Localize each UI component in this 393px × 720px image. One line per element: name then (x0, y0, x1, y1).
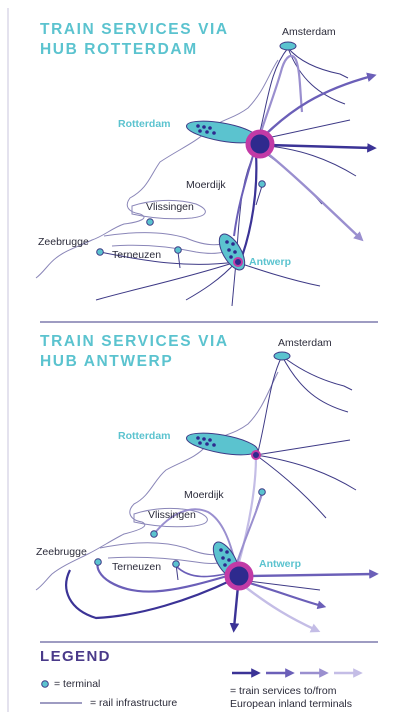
panel2-title-line2: HUB ANTWERP (40, 353, 174, 370)
panel2-coastline (35, 371, 279, 591)
panel1-label-rotterdam: Rotterdam (118, 118, 171, 130)
panel2-service-east (247, 569, 379, 579)
panel1-terminal-amsterdam (279, 41, 297, 51)
panel1-title-line2: HUB ROTTERDAM (40, 41, 198, 58)
panel1-service-antwerp (238, 153, 258, 263)
panel2-terminal-zeebrugge (94, 558, 102, 566)
panel1-service-moerdijk (233, 151, 255, 237)
panel1-title-line1: TRAIN SERVICES VIA (40, 21, 229, 38)
panel1-services (233, 54, 377, 263)
panel2-terminal-terneuzen (172, 560, 180, 568)
legend-terminal-symbol (41, 680, 49, 688)
legend-services-line1: = train services to/from (230, 685, 337, 697)
panel1-rotterdam-terminal-dots (196, 124, 216, 135)
panel2-island (133, 507, 208, 528)
panel2-label-antwerp: Antwerp (259, 558, 301, 570)
panel1-label-terneuzen: Terneuzen (112, 249, 161, 261)
panel2-service-south-south-east (243, 585, 321, 633)
panel2-antwerp-hub (224, 561, 254, 591)
panel2-map: Amsterdam Rotterdam Moerdijk Vlissingen … (35, 337, 379, 633)
panel2-service-vlissingen (153, 508, 237, 567)
panel2-rail-network (175, 355, 357, 591)
legend-services-line2: European inland terminals (230, 698, 352, 710)
panel1-service-south-east (265, 151, 364, 242)
panel2-label-rotterdam: Rotterdam (118, 430, 171, 442)
panel2-label-zeebrugge: Zeebrugge (36, 546, 87, 558)
panel1-service-north-east (261, 72, 377, 139)
panel1-terminal-zeebrugge (96, 248, 104, 256)
panel1-antwerp-terminal-dots (225, 240, 237, 259)
legend-terminal-text: = terminal (54, 678, 101, 690)
panel2-antwerp-terminal-dots (219, 548, 231, 567)
panel2-service-south (229, 585, 240, 633)
panel1-label-amsterdam: Amsterdam (282, 26, 336, 38)
panel1-label-moerdijk: Moerdijk (186, 179, 226, 191)
panel2-title: TRAIN SERVICES VIA HUB ANTWERP (40, 332, 229, 372)
panel2-terminal-vlissingen (150, 530, 158, 538)
panel1-antwerp-hub-small (233, 257, 243, 267)
panel1-map: Amsterdam Rotterdam Moerdijk Vlissingen … (35, 26, 377, 307)
panel1-island (131, 199, 206, 220)
legend-rail-text: = rail infrastructure (90, 697, 178, 709)
panel1-terminal-terneuzen (174, 246, 182, 254)
panel2-rotterdam-hub-small (251, 450, 261, 460)
panel1-service-east (267, 143, 377, 153)
panel2-service-moerdijk (235, 493, 263, 567)
panel1-rail-network (95, 47, 357, 307)
panel2-rotterdam-terminal-dots (196, 436, 216, 447)
panel1-estuary (103, 232, 225, 254)
panel1-label-antwerp: Antwerp (249, 256, 291, 268)
panel1-label-zeebrugge: Zeebrugge (38, 236, 89, 248)
panel2-terminal-moerdijk (258, 488, 266, 496)
panel1-terminal-vlissingen (146, 218, 154, 226)
panel2-service-rotterdam (236, 455, 258, 567)
panel2-terminal-amsterdam (273, 351, 291, 361)
panel2-label-vlissingen: Vlissingen (148, 509, 196, 521)
legend-title: LEGEND (40, 648, 111, 665)
panel2-label-amsterdam: Amsterdam (278, 337, 332, 349)
panel2-services (65, 455, 379, 633)
panel1-title: TRAIN SERVICES VIA HUB ROTTERDAM (40, 20, 229, 60)
panel2-label-terneuzen: Terneuzen (112, 561, 161, 573)
panel1-coastline (35, 59, 279, 279)
panel2-service-west (65, 569, 233, 620)
legend-services-text: = train services to/from European inland… (230, 685, 352, 711)
panel1-service-amsterdam (258, 54, 304, 136)
panel2-label-moerdijk: Moerdijk (184, 489, 224, 501)
panel2-estuary (99, 542, 227, 564)
panel2-service-zeebrugge (96, 561, 235, 593)
panel1-terminal-moerdijk (258, 180, 266, 188)
panel2-service-south-east (245, 580, 327, 610)
panel2-title-line1: TRAIN SERVICES VIA (40, 333, 229, 350)
panel1-label-vlissingen: Vlissingen (146, 201, 194, 213)
panel1-rotterdam-hub (245, 129, 275, 159)
